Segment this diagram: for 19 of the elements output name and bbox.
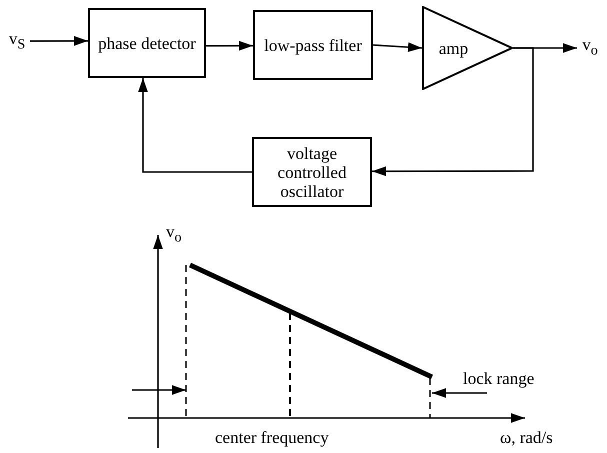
axis-label: ω, rad/s — [500, 428, 553, 447]
amplifier-triangle — [422, 6, 513, 90]
arrow — [138, 78, 252, 173]
box-label: amp — [438, 38, 468, 58]
output-signal-label: v$_{o}$ — [582, 35, 598, 61]
process-box — [253, 10, 373, 80]
process-box — [252, 137, 372, 207]
axis-label: center frequency — [215, 428, 329, 447]
box-label: phase detector — [98, 34, 196, 52]
arrow — [372, 42, 422, 52]
process-box — [88, 8, 206, 78]
input-signal-label: v$_{S}$ — [8, 29, 26, 55]
dimension-label: lock range — [463, 369, 534, 388]
arrow — [30, 36, 88, 46]
box-label: low-pass filter — [264, 36, 362, 54]
box-label: voltage controlled oscillator — [276, 144, 348, 200]
arrow — [372, 47, 534, 176]
axis-label: v$_{o}$ — [166, 222, 182, 248]
arrow — [206, 40, 253, 51]
